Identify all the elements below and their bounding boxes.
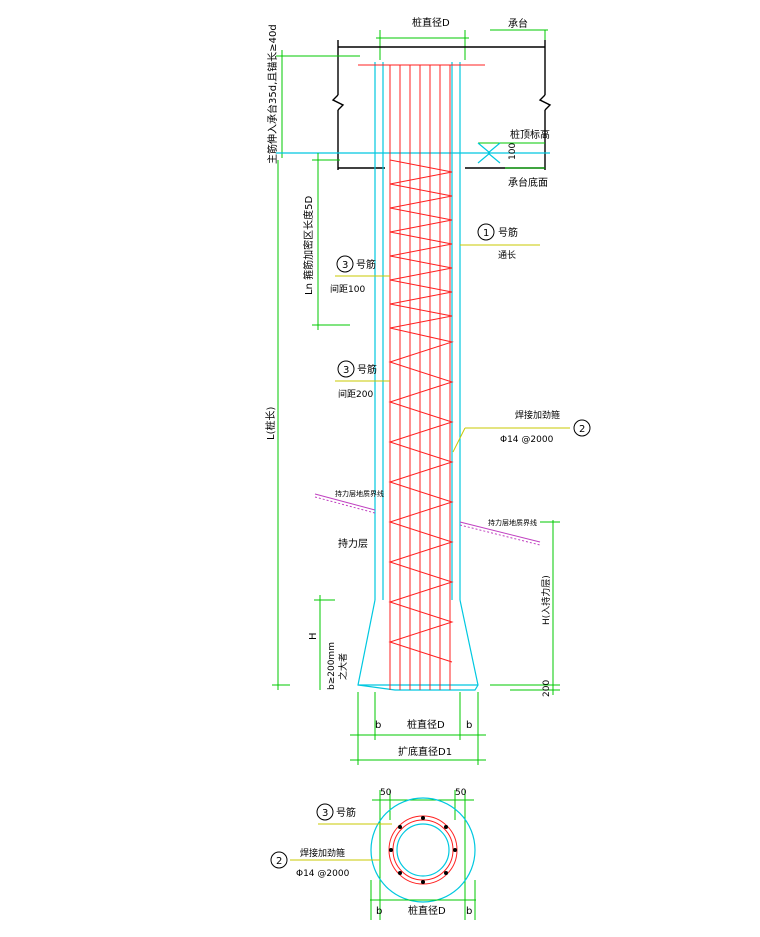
bottom-200-label: 200 — [542, 680, 552, 697]
base-b-left: b — [375, 720, 381, 731]
bell-height-label: H — [308, 632, 319, 640]
section-rebar3-number: 3 — [322, 808, 328, 819]
section-b-right: b — [466, 906, 472, 917]
rebar1-note: 通长 — [498, 249, 516, 261]
section-d-label: 桩直径D — [408, 904, 446, 917]
section-50-right: 50 — [455, 788, 467, 798]
section-rebar3-circle — [316, 803, 334, 821]
rebar3b-name: 号筋 — [357, 363, 377, 376]
rebar-cage — [358, 64, 485, 690]
rebar3b-circle — [337, 360, 355, 378]
rebar2-callout: 焊接加劲箍 Φ14 @2000 2 — [452, 409, 591, 453]
rebar3a-circle — [336, 255, 354, 273]
anchor-length-dimension: 主筋伸入承台35d,且锚长≥40d — [266, 24, 360, 164]
embedment-dimension: H(入持力层) 200 — [490, 520, 560, 697]
dense-zone-label: Ln 箍筋加密区长度5D — [302, 196, 315, 295]
bearing-layer-label: 持力层 — [338, 537, 368, 550]
rebar1-callout: 1 号筋 通长 — [460, 223, 540, 261]
soil-boundary-right: 持力层地质界线 — [459, 518, 541, 546]
rebar1-circle — [477, 223, 495, 241]
rebar3-dense-callout: 3 号筋 间距100 — [330, 255, 390, 295]
rebar2-circle — [573, 419, 591, 437]
soil-boundary-left: 持力层地质界线 — [314, 489, 384, 514]
rebar3a-name: 号筋 — [356, 258, 376, 271]
section-50-left: 50 — [380, 788, 392, 798]
rebar3a-number: 3 — [342, 260, 348, 271]
rebar1-name: 号筋 — [498, 226, 518, 239]
rebar3-normal-callout: 3 号筋 间距200 — [335, 360, 390, 400]
section-core — [396, 823, 450, 877]
anchor-length-label: 主筋伸入承台35d,且锚长≥40d — [266, 24, 279, 164]
top-diameter-label: 桩直径D — [412, 16, 450, 29]
pile-top-elevation-marker: 桩顶标高 100 承台底面 — [477, 128, 550, 189]
rebar2-number: 2 — [579, 424, 585, 435]
rebar1-number: 1 — [483, 228, 489, 239]
pile-length-label: L(桩长) — [264, 407, 277, 440]
bell-min2-label: 之大者 — [337, 653, 349, 680]
section-rebar3-name: 号筋 — [336, 806, 356, 819]
pile-top-elevation-label: 桩顶标高 — [510, 128, 550, 141]
soil-right-label: 持力层地质界线 — [488, 518, 537, 527]
dense-zone-dimension: Ln 箍筋加密区长度5D — [302, 153, 350, 330]
rebar3b-number: 3 — [343, 365, 349, 376]
bell-min-label: b≥200mm — [327, 642, 337, 690]
cap-label: 承台 — [508, 17, 528, 30]
pile-shaft-outline — [357, 62, 479, 691]
soil-left-label: 持力层地质界线 — [335, 489, 384, 498]
section-outer-circle — [370, 797, 476, 903]
top-diameter-dimension: 桩直径D — [376, 16, 469, 60]
section-inner-ring — [392, 819, 454, 881]
section-rebar2-name: 焊接加劲箍 — [300, 847, 345, 859]
rebar3a-spacing: 间距100 — [330, 283, 365, 295]
base-b-right: b — [466, 720, 472, 731]
rebar2-spec: Φ14 @2000 — [500, 435, 554, 445]
cap-bottom-label: 承台底面 — [508, 176, 548, 189]
section-b-left: b — [376, 906, 382, 917]
base-dimensions: b 桩直径D b 扩底直径D1 — [350, 692, 486, 765]
section-rebar2-spec: Φ14 @2000 — [296, 869, 350, 879]
rebar2-name: 焊接加劲箍 — [515, 409, 560, 421]
pile-length-dimension: L(桩长) — [264, 160, 290, 690]
bell-height-dimension: H b≥200mm 之大者 — [308, 595, 349, 690]
section-main-bars — [389, 816, 457, 884]
section-rebar2-number: 2 — [276, 856, 282, 867]
embedment-label: H(入持力层) — [540, 575, 552, 625]
base-d-label: 桩直径D — [407, 718, 445, 731]
rebar3b-spacing: 间距200 — [338, 388, 373, 400]
cross-section: 50 50 3 号筋 2 焊接加劲箍 Φ14 @2000 b 桩直径D b — [270, 788, 476, 920]
cap-embed-label: 100 — [508, 143, 518, 160]
section-rebar2-circle — [270, 851, 288, 869]
base-d1-label: 扩底直径D1 — [398, 745, 452, 758]
